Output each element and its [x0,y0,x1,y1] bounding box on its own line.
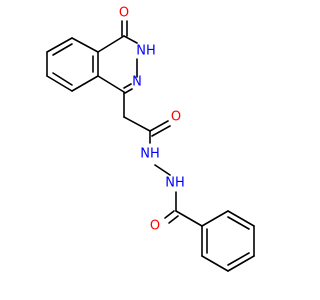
phenyl-bonds [201,210,255,272]
bond [71,75,99,92]
bond [123,116,151,132]
bond [201,210,229,227]
bond [46,75,73,92]
bond [154,164,171,176]
bond [97,75,125,93]
nitrogen-label-n-ring: N [132,75,142,90]
bond [123,35,138,44]
bond [149,120,169,132]
bond [168,215,179,224]
bond [52,43,73,56]
bond [227,252,250,266]
bond [52,72,73,86]
oxygen-label-amide: O [171,110,181,125]
oxygen-label-top: O [119,6,129,21]
bond [124,88,133,94]
bond [227,210,255,227]
bond [123,83,132,89]
bond [175,210,203,227]
nitrogen-label-nh-ring: NH [136,44,156,59]
structure-canvas: O NH N O NH NH O [46,6,255,272]
bond [201,255,229,272]
bond [227,216,250,230]
bond [151,125,171,137]
oxygen-label-benzoyl: O [150,219,160,234]
phthalazinone-bonds [46,20,138,94]
molecule-structure: O NH N O NH NH O [46,6,255,272]
atom-labels: O NH N O NH NH O [119,6,185,234]
nitrogen-label-hydrazide-2: NH [165,176,185,191]
bond [71,37,99,53]
linker-bonds [123,91,203,227]
nitrogen-label-hydrazide-1: NH [140,147,160,162]
bond [164,210,175,219]
bond [227,255,255,272]
bond [97,35,125,53]
bond [46,37,73,53]
